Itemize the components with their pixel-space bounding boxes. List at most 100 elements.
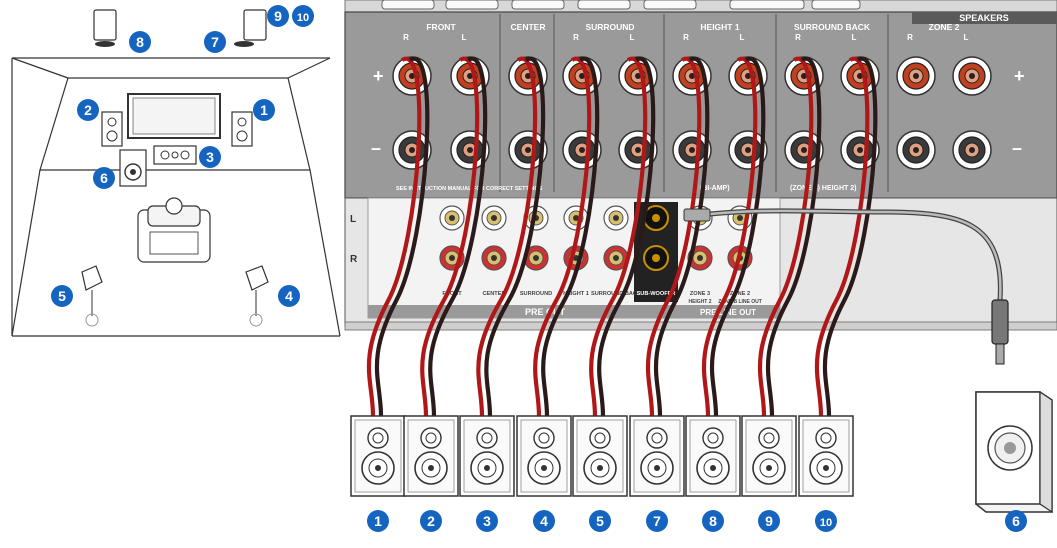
plus-sign-right: +	[1014, 66, 1025, 86]
wire-8-negative	[822, 56, 878, 417]
top-connector-6	[811, 0, 861, 10]
wire-8-positive	[814, 56, 870, 417]
bottom-speakers: 1 2 3 4 5 7 8 9 10	[350, 415, 854, 532]
channel-label-3-0: R	[683, 33, 689, 42]
badge-number: 10	[820, 517, 832, 529]
top-connector-1	[445, 0, 499, 10]
badge-number: 1	[260, 102, 268, 118]
badge-number: 4	[285, 288, 293, 304]
preout-l-label: L	[350, 214, 356, 225]
wire-2-positive	[476, 56, 538, 417]
wire-0-negative	[374, 56, 430, 417]
preout-title: PRE OUT	[525, 307, 566, 317]
wire-3-positive	[533, 56, 592, 417]
badge-number: 2	[84, 102, 92, 118]
surround-right-speaker	[245, 265, 269, 327]
speaker-badge-9: 9	[758, 510, 780, 532]
panel-top-tabs	[381, 0, 861, 10]
speaker-badge-4: 4	[533, 510, 555, 532]
binding-post-9-plus	[896, 56, 936, 96]
front-left-speaker	[101, 111, 123, 147]
group-label-0: FRONT	[426, 22, 456, 32]
plus-sign-left: +	[373, 66, 384, 86]
channel-label-3-1: L	[740, 33, 745, 42]
wire-0-positive	[366, 56, 422, 417]
group-label-2: SURROUND	[585, 22, 634, 32]
room-badge-10: 10	[292, 5, 314, 27]
chassis-bottom	[344, 321, 1057, 331]
group-label-3: HEIGHT 1	[700, 22, 739, 32]
speaker-1	[350, 415, 406, 497]
binding-post-10-plus	[952, 56, 992, 96]
channel-label-5-0: R	[907, 33, 913, 42]
wire-6-negative	[709, 56, 766, 417]
speaker-3	[459, 415, 515, 497]
room-subwoofer	[119, 149, 147, 187]
channel-label-4-1: L	[852, 33, 857, 42]
speaker-wires	[366, 56, 878, 417]
wire-7-positive	[757, 56, 814, 417]
preout-r-label: R	[350, 254, 358, 265]
room-ceiling-right	[287, 57, 331, 79]
zone-sublabel-1: ZONE B LINE OUT	[718, 299, 762, 305]
channel-label-0-0: R	[403, 33, 409, 42]
room-badge-4: 4	[278, 285, 300, 307]
preout-label-0: FRONT	[442, 291, 462, 297]
sofa	[137, 197, 211, 263]
top-connector-0	[381, 0, 435, 10]
top-connector-3	[577, 0, 631, 10]
preout-label-1: CENTER	[483, 291, 506, 297]
wire-1-negative	[428, 56, 488, 417]
badge-number: 6	[100, 170, 108, 186]
note-instruction: SEE INSTRUCTION MANUAL FOR CORRECT SETTI…	[396, 186, 543, 192]
tv-screen-inner	[132, 97, 216, 135]
preout-label-3: HEIGHT 1	[563, 291, 589, 297]
zone-sublabel-0: HEIGHT 2	[688, 299, 711, 305]
minus-sign-left: –	[371, 138, 381, 158]
subwoofer-number-badge: 6	[1005, 510, 1027, 532]
room-badge-2: 2	[77, 99, 99, 121]
badge-number: 2	[427, 513, 435, 529]
badge-number: 3	[483, 513, 491, 529]
badge-number: 8	[136, 34, 144, 50]
room-badge-8: 8	[129, 31, 151, 53]
speaker-badge-5: 5	[589, 510, 611, 532]
wire-1-positive	[420, 56, 480, 417]
center-speaker	[153, 145, 197, 165]
channel-label-2-0: R	[573, 33, 579, 42]
room-badge-5: 5	[51, 285, 73, 307]
preout-label-6: ZONE 3	[690, 291, 710, 297]
preout-label-2: SURROUND	[520, 291, 552, 297]
room-floor-left	[11, 169, 41, 337]
badge-number: 7	[211, 34, 219, 50]
room-badge-9: 9	[267, 5, 289, 27]
speaker-7	[629, 415, 685, 497]
front-right-speaker	[231, 111, 253, 147]
speaker-badge-1: 1	[367, 510, 389, 532]
ceiling-speaker-8	[93, 9, 117, 47]
badge-number: 7	[653, 513, 661, 529]
badge-number: 8	[709, 513, 717, 529]
rca-plug-panel	[683, 208, 711, 222]
room-badge-1: 1	[253, 99, 275, 121]
wire-6-positive	[701, 56, 758, 417]
speaker-2	[403, 415, 459, 497]
wire-5-positive	[645, 56, 702, 417]
ceiling-speaker-7-9-10	[234, 9, 267, 47]
rca-plug-sub-tip	[995, 343, 1005, 365]
wire-3-negative	[541, 56, 600, 417]
wire-7-negative	[765, 56, 822, 417]
note-biamp: (BI-AMP)	[700, 185, 730, 192]
rca-plug-sub	[991, 299, 1009, 345]
badge-number: 6	[1012, 513, 1020, 529]
room-badge-3: 3	[199, 146, 221, 168]
badge-number: 9	[765, 513, 773, 529]
speaker-badge-2: 2	[420, 510, 442, 532]
minus-sign-right: –	[1012, 138, 1022, 158]
preout-label-5: SUB-WOOFER	[637, 291, 676, 297]
wire-2-negative	[484, 56, 546, 417]
badge-number: 3	[206, 149, 214, 165]
binding-post-10-minus	[952, 130, 992, 170]
